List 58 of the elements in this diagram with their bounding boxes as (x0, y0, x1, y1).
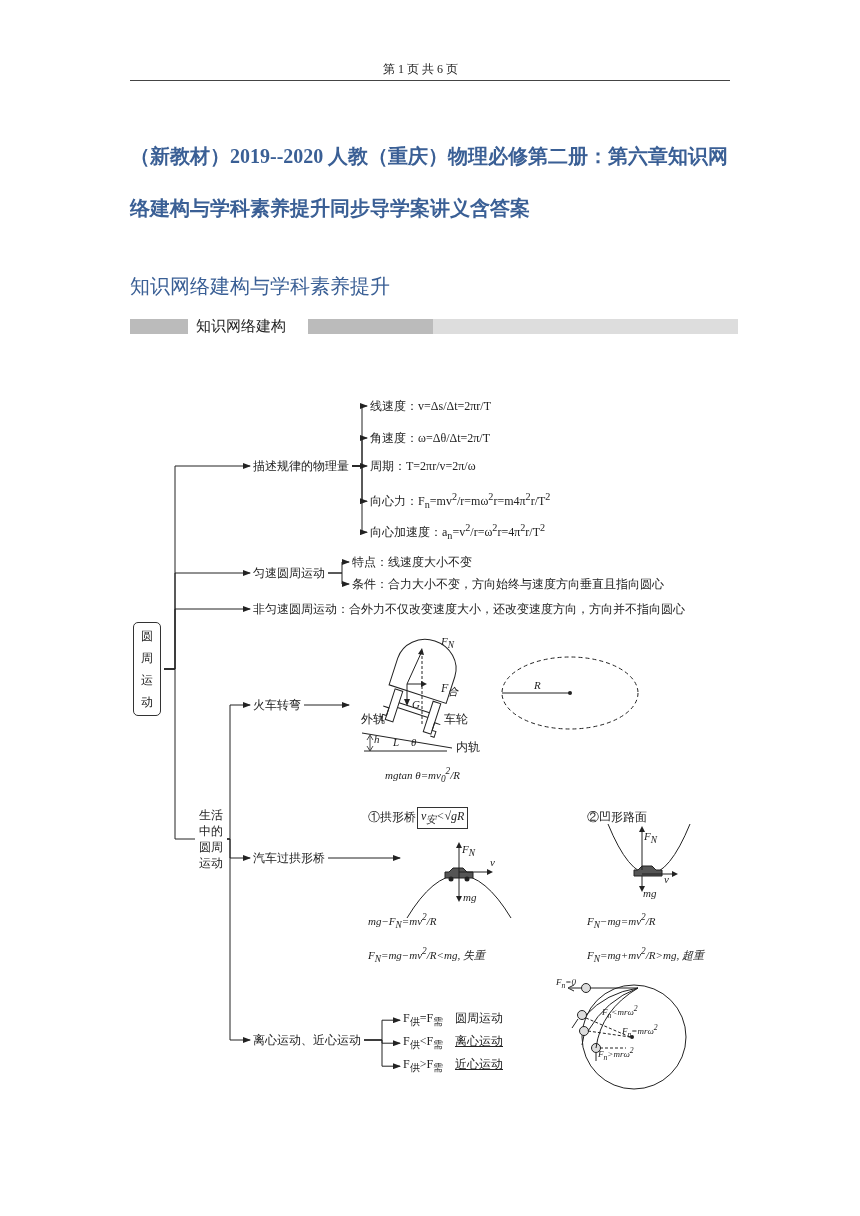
force-label: F$_{合}$ (441, 681, 459, 700)
boxed-formula: v$_{安}$<√gR (417, 807, 469, 830)
document-title: （新教材）2019--2020 人教（重庆）物理必修第二册：第六章知识网络建构与学科素养提升同步导学案讲义含答案 (130, 144, 730, 221)
formula-text: 线速度：v=Δs/Δt=2πr/T (370, 398, 492, 414)
result-text: 离心运动 (455, 1033, 503, 1049)
condition-text: F$_{供}$>F$_{需}$ (403, 1056, 444, 1077)
arrow (327, 855, 401, 861)
formula: F$_{N}$=mg+mv$^{2}$/R>mg, 超重 (587, 945, 704, 966)
length-label: L (393, 735, 400, 749)
banner-heading: 知识网络建构 (196, 317, 286, 335)
description-text: 条件：合力大小不变，方向始终与速度方向垂直且指向圆心 (352, 576, 664, 592)
force-label: F$_{n}$=mrω$^{2}$ (622, 1022, 658, 1040)
angle-label: θ (411, 735, 417, 749)
section-heading: 知识网络建构与学科素养提升 (130, 274, 390, 299)
formula-text: 向心力：F$_{n}$=mv$^{2}$/r=mω$^{2}$r=m4π$^{2}$r/T$^{2}$ (370, 489, 551, 514)
branch-label: 描述规律的物理量 (253, 458, 349, 474)
topic-box: 圆周运动 (133, 622, 161, 716)
result-text: 近心运动 (455, 1056, 503, 1072)
force-label: F$_{n}$=0 (556, 977, 576, 991)
condition-text: F$_{供}$=F$_{需}$ (403, 1010, 444, 1031)
description-text: 特点：线速度大小不变 (352, 554, 472, 570)
rail-label: 外轨 (361, 712, 385, 726)
branch-label: 汽车过拱形桥 (253, 850, 325, 866)
force-label: G (412, 697, 420, 711)
formula-text: 角速度：ω=Δθ/Δt=2π/T (370, 430, 490, 446)
formula: F$_{N}$=mg−mv$^{2}$/R<mg, 失重 (368, 945, 485, 966)
arrow (226, 838, 251, 1043)
formula: mg−F$_{N}$=mv$^{2}$/R (368, 911, 437, 932)
force-label: mg (463, 890, 477, 904)
force-label: F$_{N}$ (462, 842, 475, 861)
condition-text: F$_{供}$<F$_{需}$ (403, 1033, 444, 1054)
force-label: mg (643, 886, 657, 900)
force-label: F$_{n}$<mrω$^{2}$ (602, 1003, 638, 1021)
arrow (351, 465, 368, 536)
formula: F$_{N}$−mg=mv$^{2}$/R (587, 911, 656, 932)
velocity-label: v (490, 855, 495, 869)
height-label: h (374, 732, 380, 746)
branch-label: 匀速圆周运动 (253, 565, 325, 581)
velocity-label: v (664, 872, 669, 886)
page-number: 第 1 页 共 6 页 (383, 62, 458, 76)
formula-text: 向心加速度：a$_{n}$=v$^{2}$/r=ω$^{2}$r=4π$^{2}$r/T$^{2}$ (370, 520, 546, 545)
formula: mgtan θ=mv$_{0}$$^{2}$/R (385, 765, 461, 786)
diagram-heading: ②凹形路面 (587, 810, 647, 824)
branch-label: 火车转弯 (253, 697, 301, 713)
force-label: F$_{N}$ (644, 829, 657, 848)
arrow (363, 1039, 401, 1070)
branch-label: 生活中的圆周运动 (198, 807, 224, 871)
wheel-label: 车轮 (444, 712, 468, 726)
result-text: 圆周运动 (455, 1010, 503, 1026)
diagram-heading: ①拱形桥 (368, 810, 416, 824)
radius-label: R (534, 678, 541, 692)
arrow (303, 702, 350, 708)
branch-label: 离心运动、近心运动 (253, 1032, 361, 1048)
description-text: 非匀速圆周运动：合外力不仅改变速度大小，还改变速度方向，方向并不指向圆心 (253, 601, 685, 617)
arrow (327, 572, 350, 587)
force-label: F$_{n}$>mrω$^{2}$ (598, 1045, 634, 1063)
formula-text: 周期：T=2πr/v=2π/ω (370, 458, 476, 474)
force-label: F$_{N}$ (441, 634, 454, 653)
